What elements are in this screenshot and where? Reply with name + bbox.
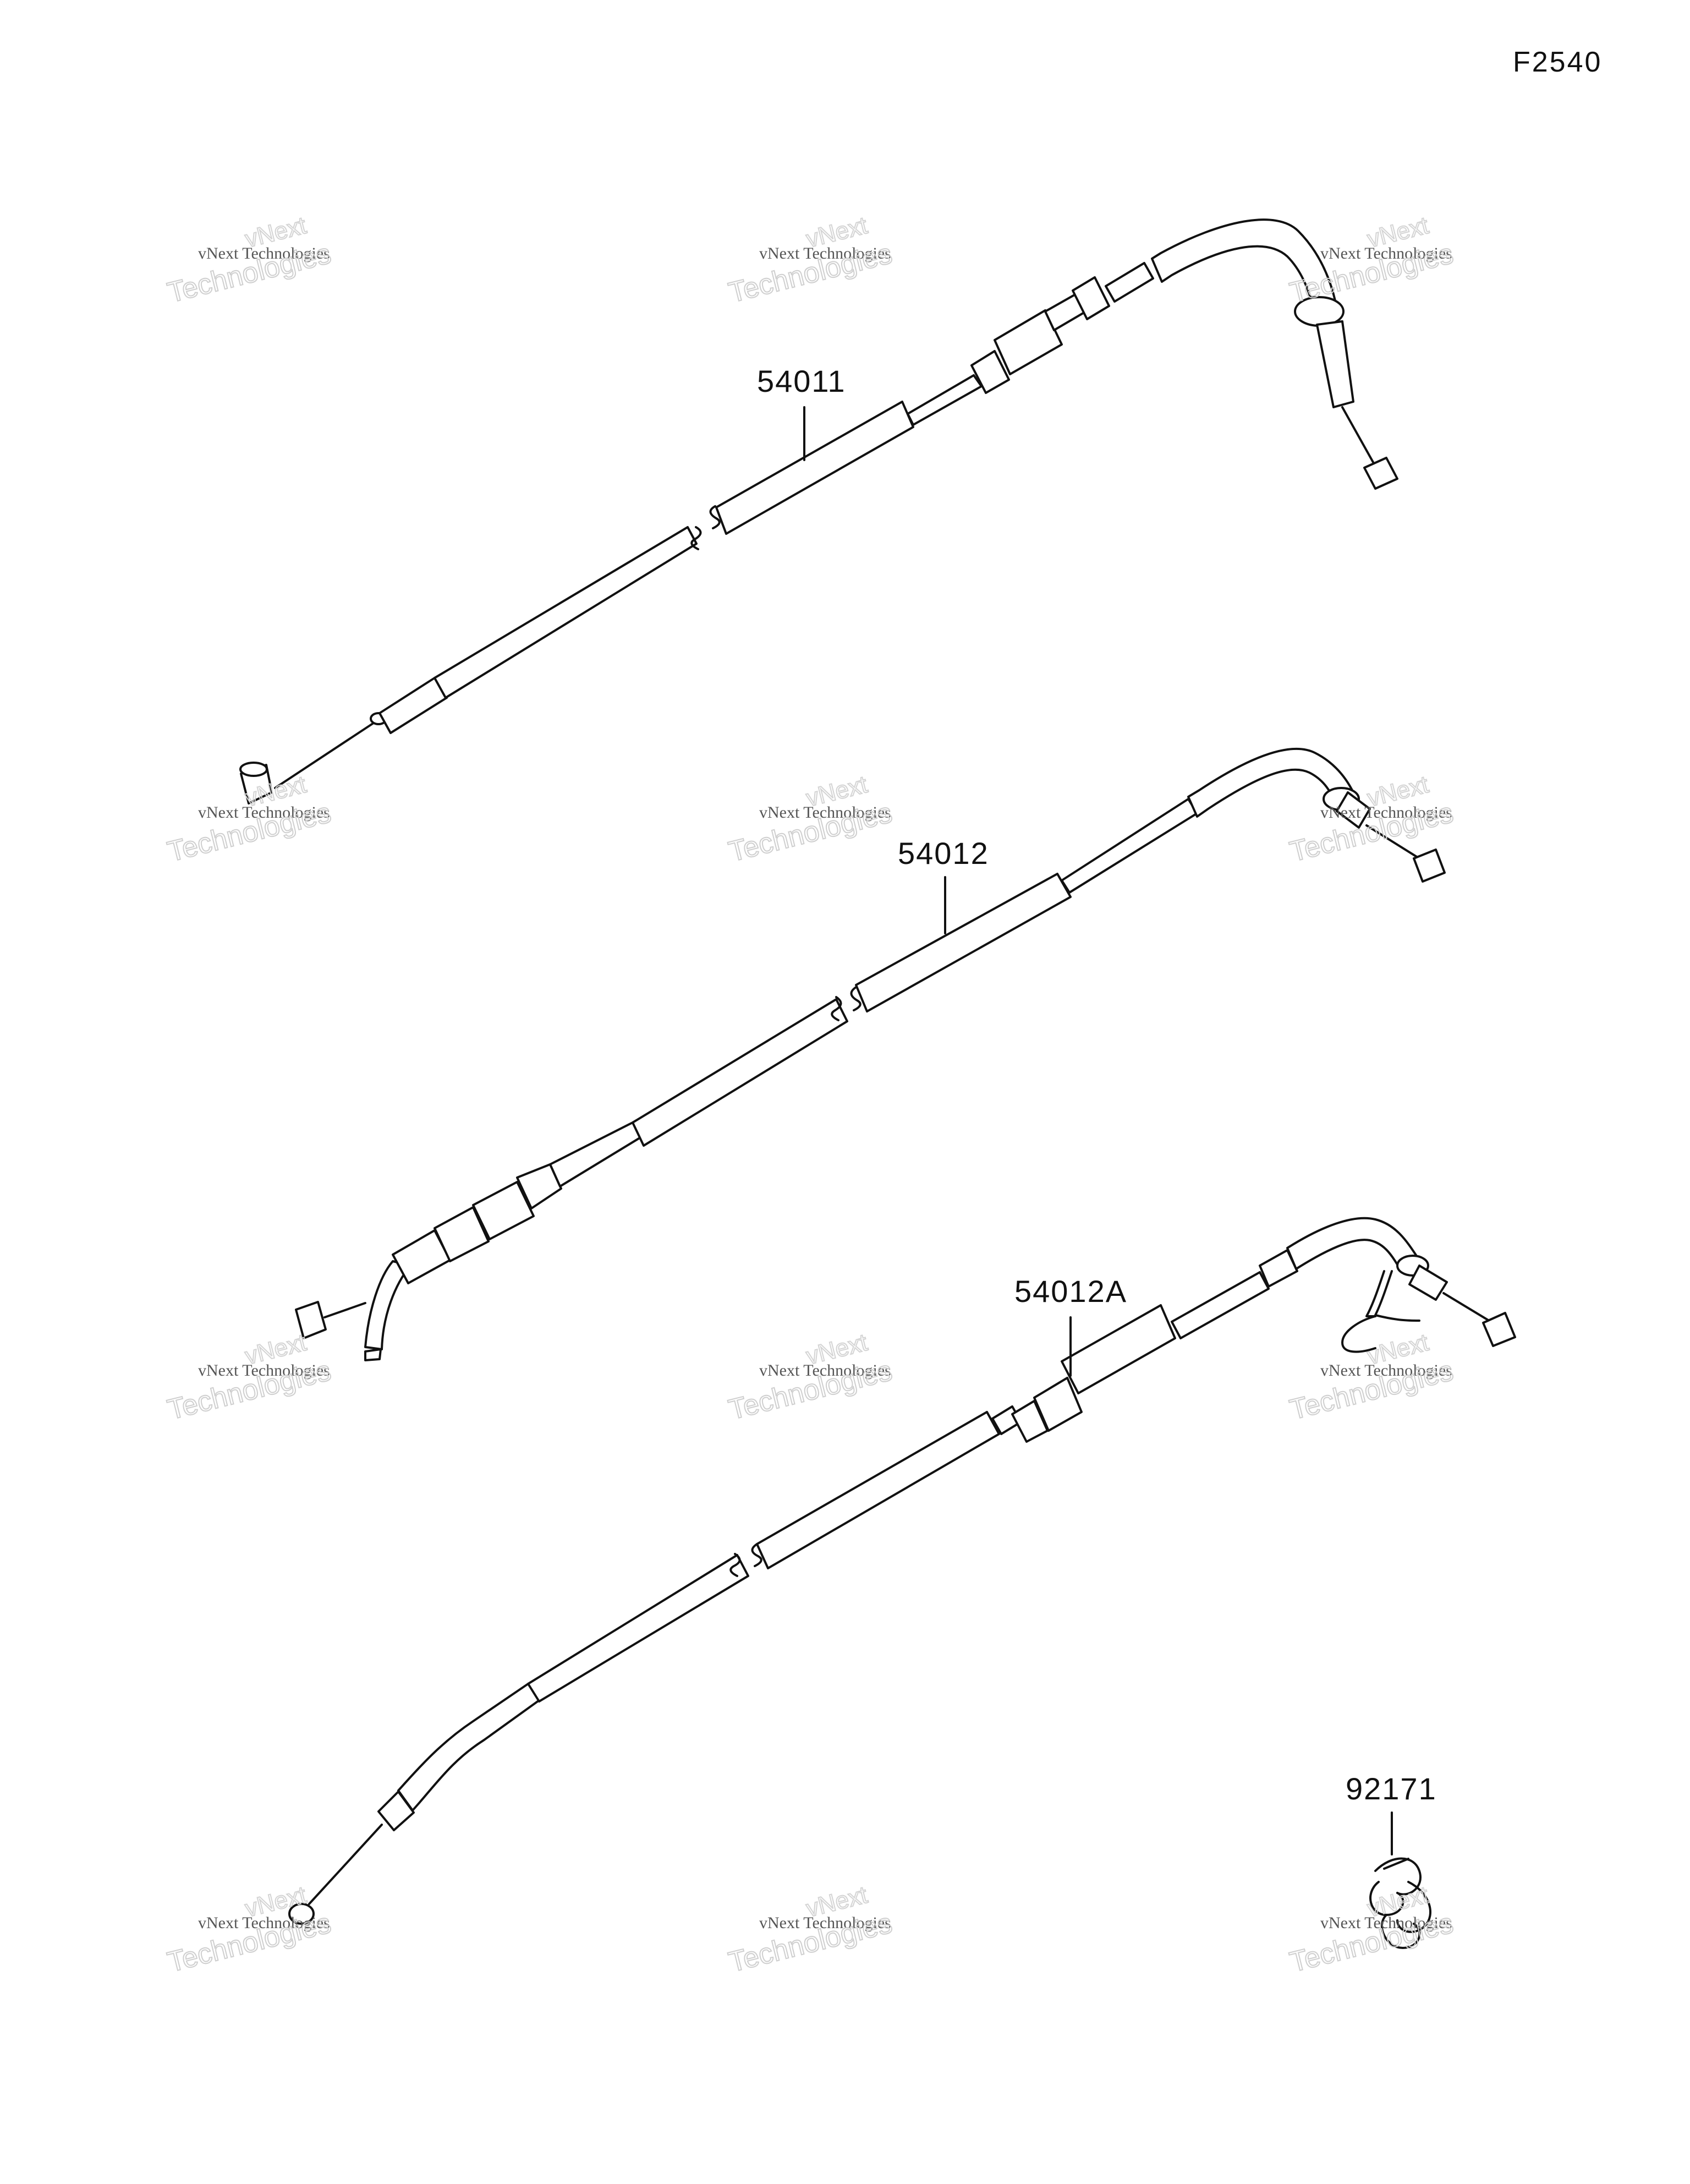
clamp-tab: [1383, 1858, 1409, 1870]
cable-break: [729, 1553, 741, 1577]
svg-text:vNext Technologies: vNext Technologies: [198, 1361, 330, 1380]
inner-wire: [274, 721, 376, 789]
cable-end-cap: [288, 1903, 315, 1925]
watermark-r1c2: vNext vNext Technologies Technologies: [725, 211, 896, 310]
wire-end-barrel: [1482, 1312, 1516, 1347]
cable-break: [831, 996, 842, 1021]
cable-housing-upper: [715, 401, 914, 535]
cable-housing-lower: [632, 998, 848, 1147]
cable-housing-thin: [907, 374, 983, 426]
upper-boot: [1259, 1249, 1298, 1288]
svg-text:vNext Technologies: vNext Technologies: [759, 803, 891, 822]
wire-end-barrel: [1413, 849, 1446, 883]
callout-54012a: 54012A: [1014, 1274, 1127, 1377]
clamp-loop-top: [1374, 1857, 1422, 1896]
callout-92171: 92171: [1346, 1771, 1437, 1855]
svg-text:vNext Technologies: vNext Technologies: [759, 244, 891, 262]
part-label-54011[interactable]: 54011: [757, 364, 846, 398]
adjuster-body: [994, 309, 1063, 375]
figure-code: F2540: [1513, 46, 1602, 78]
watermark-r3c3: vNext vNext Technologies Technologies: [1286, 1328, 1457, 1427]
upper-fitting: [1336, 791, 1371, 829]
bracket-tip: [364, 1348, 382, 1361]
svg-text:vNext Technologies: vNext Technologies: [198, 1914, 330, 1932]
inner-wire: [308, 1824, 383, 1905]
callout-54011: 54011: [757, 364, 846, 461]
watermark-r3c2: vNext vNext Technologies Technologies: [725, 1328, 896, 1427]
lock-nut: [1072, 276, 1110, 320]
watermark-r1c3: vNext vNext Technologies Technologies: [1286, 211, 1457, 310]
lower-nut: [434, 1206, 490, 1262]
wire-end-barrel: [1363, 457, 1398, 490]
lower-collar: [472, 1181, 535, 1240]
svg-text:vNext Technologies: vNext Technologies: [759, 1914, 891, 1932]
cable-end-cap: [239, 762, 268, 777]
cable-break: [690, 526, 702, 550]
clamp-loop-bottom: [1380, 1914, 1421, 1949]
upper-fitting: [1316, 320, 1354, 408]
watermark-r2c2: vNext vNext Technologies Technologies: [725, 770, 896, 869]
wire-bracket-loop: [1341, 1315, 1376, 1353]
cable-end-fitting: [295, 1301, 327, 1339]
adjuster-nut: [970, 350, 1010, 394]
svg-text:vNext Technologies: vNext Technologies: [759, 1361, 891, 1380]
inner-wire-top: [1341, 406, 1374, 463]
cable-break: [709, 505, 721, 529]
svg-text:vNext Technologies: vNext Technologies: [1320, 244, 1452, 262]
cable-housing-lower: [527, 1554, 749, 1703]
lower-taper: [516, 1163, 562, 1209]
adjuster-sleeve: [1105, 262, 1154, 303]
watermark-r3c1: vNext vNext Technologies Technologies: [164, 1328, 335, 1427]
watermark-r4c2: vNext vNext Technologies Technologies: [725, 1881, 896, 1979]
part-label-54012a[interactable]: 54012A: [1014, 1274, 1127, 1309]
cable-housing-thin: [1061, 798, 1198, 894]
svg-text:vNext Technologies: vNext Technologies: [198, 244, 330, 262]
cable-housing-thin: [549, 1121, 643, 1187]
cable-break: [751, 1543, 762, 1567]
cable-boot: [378, 677, 448, 734]
svg-text:vNext Technologies: vNext Technologies: [1320, 1361, 1452, 1380]
cable-housing-upper: [756, 1411, 1000, 1569]
part-label-54012[interactable]: 54012: [898, 836, 989, 871]
cable-54011[interactable]: [239, 218, 1398, 804]
cable-housing-bent: [397, 1683, 540, 1811]
cable-break: [850, 986, 862, 1011]
clamp-92171[interactable]: [1369, 1857, 1431, 1949]
svg-text:vNext Technologies: vNext Technologies: [1320, 803, 1452, 822]
cable-54012[interactable]: [295, 747, 1446, 1361]
svg-text:vNext Technologies: vNext Technologies: [198, 803, 330, 822]
callout-54012: 54012: [898, 836, 989, 934]
watermark-r1c1: vNext vNext Technologies Technologies: [164, 211, 335, 310]
inner-wire-top: [1442, 1292, 1492, 1323]
mid-collar: [1033, 1377, 1083, 1432]
watermark-r4c3: vNext vNext Technologies Technologies: [1286, 1881, 1457, 1979]
cable-housing-thin: [1171, 1271, 1270, 1339]
cable-housing-lower: [434, 526, 698, 699]
watermark-r4c1: vNext vNext Technologies Technologies: [164, 1881, 335, 1979]
watermark-r2c1: vNext vNext Technologies Technologies: [164, 770, 335, 869]
cable-housing-upper: [855, 873, 1072, 1012]
part-label-92171[interactable]: 92171: [1346, 1771, 1437, 1806]
wire-bracket: [1365, 1270, 1385, 1317]
clamp-loop-right: [1396, 1881, 1431, 1933]
inner-wire-top: [1365, 824, 1420, 860]
upper-fitting: [1408, 1265, 1448, 1301]
mid-fitting: [1061, 1304, 1176, 1394]
svg-text:vNext Technologies: vNext Technologies: [1320, 1914, 1452, 1932]
inner-wire: [323, 1302, 366, 1318]
cable-54012a[interactable]: [288, 1217, 1516, 1925]
